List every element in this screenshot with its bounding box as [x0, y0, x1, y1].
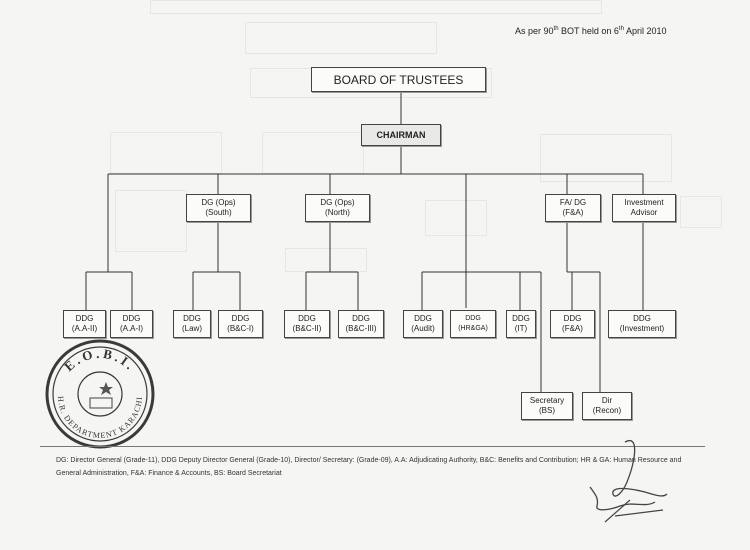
node-ddg-it: DDG(IT) — [506, 310, 536, 338]
legend-divider — [40, 446, 705, 447]
show-through-box — [680, 196, 722, 228]
show-through-box — [540, 134, 672, 182]
show-through-box — [425, 200, 487, 236]
node-board-of-trustees: BOARD OF TRUSTEES — [311, 67, 486, 92]
show-through-box — [245, 22, 437, 54]
node-chairman: CHAIRMAN — [361, 124, 441, 146]
abbreviation-legend: DG: Director General (Grade-11), DDG Dep… — [56, 457, 682, 477]
node-ddg-hrga: DDG(HR&GA) — [450, 310, 496, 338]
node-ddg-fa: DDG(F&A) — [550, 310, 595, 338]
node-dg-ops-north: DG (Ops)(North) — [305, 194, 370, 222]
node-dir-recon: Dir(Recon) — [582, 392, 632, 420]
signature-icon — [589, 439, 668, 523]
node-ddg-aa-ii: DDG(A.A-II) — [63, 310, 106, 338]
node-ddg-aa-i: DDG(A.A-I) — [110, 310, 153, 338]
svg-text:H.R. DEPARTMENT KARACHI: H.R. DEPARTMENT KARACHI — [56, 396, 144, 441]
node-ddg-bc-ii: DDG(B&C-II) — [284, 310, 330, 338]
node-ddg-bc-i: DDG(B&C-I) — [218, 310, 263, 338]
node-ddg-audit: DDG(Audit) — [403, 310, 443, 338]
node-ddg-investment: DDG(Investment) — [608, 310, 676, 338]
node-dg-ops-south: DG (Ops)(South) — [186, 194, 251, 222]
show-through-box — [150, 0, 602, 14]
node-secretary-bs: Secretary(BS) — [521, 392, 573, 420]
eobi-stamp-icon: E.O.B.I. H.R. DEPARTMENT KARACHI — [45, 339, 155, 449]
node-ddg-law: DDG(Law) — [173, 310, 211, 338]
node-ddg-bc-iii: DDG(B&C-III) — [338, 310, 384, 338]
node-fa-dg: FA/ DG(F&A) — [545, 194, 601, 222]
meeting-reference-note: As per 90th BOT held on 6th April 2010 — [515, 26, 667, 36]
